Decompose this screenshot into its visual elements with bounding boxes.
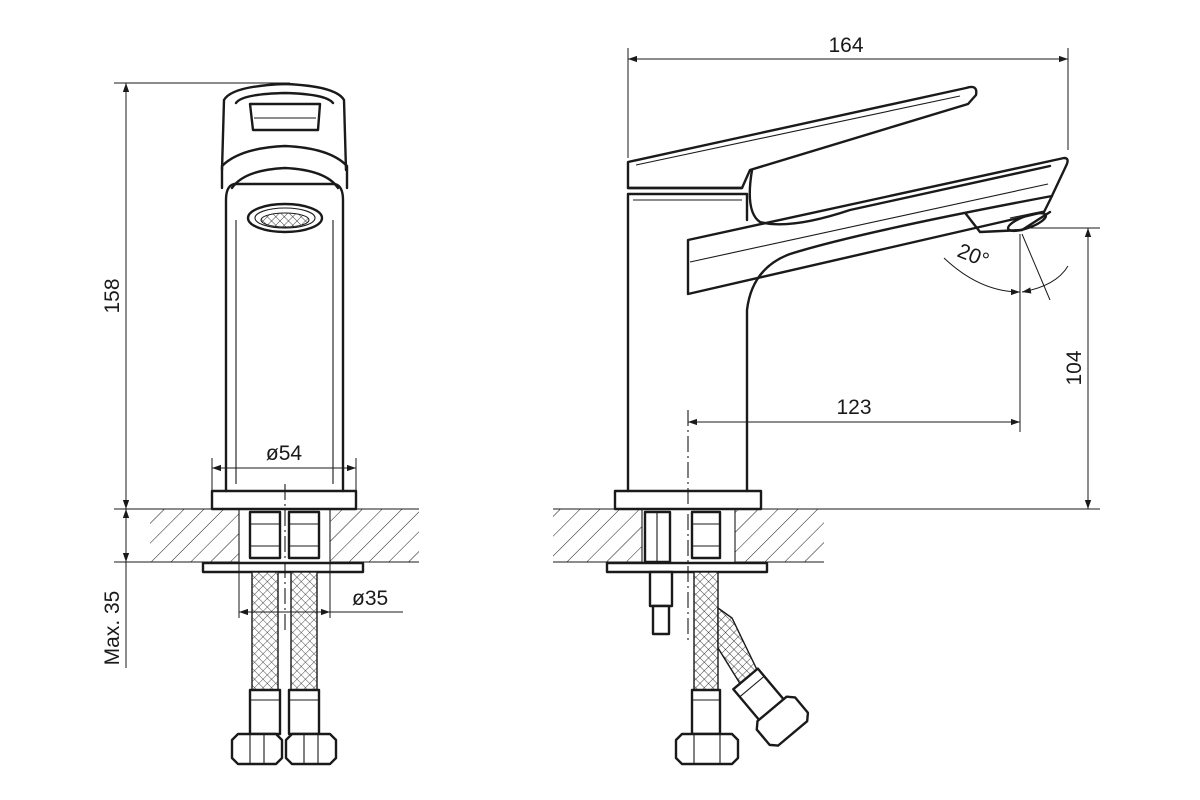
side-mounting-plate	[605, 561, 769, 574]
side-view: 164 104 123 20°	[553, 34, 1100, 766]
overall-height-label: 158	[101, 278, 124, 313]
dimension-hole-diameter: ø35	[238, 562, 403, 618]
overall-width-label: 164	[828, 34, 863, 57]
side-connectors	[643, 510, 722, 636]
front-body	[220, 144, 349, 493]
hole-diameter-label: ø35	[352, 587, 388, 610]
spout-reach-label: 123	[836, 396, 871, 419]
side-body	[626, 192, 1054, 493]
dimension-max-thickness: Max. 35	[101, 509, 150, 668]
dimension-overall-width: 164	[627, 34, 1069, 158]
front-handle	[220, 82, 348, 172]
side-hoses	[674, 571, 810, 766]
base-diameter-label: ø54	[266, 442, 303, 465]
dimension-spout-height: 104	[1024, 227, 1100, 509]
front-aerator	[246, 202, 324, 234]
spout-height-label: 104	[1063, 350, 1086, 385]
dimension-spout-angle: 20°	[943, 233, 1069, 301]
dimension-spout-reach: 123	[688, 234, 1021, 432]
dimension-overall-height: 158	[101, 82, 290, 510]
side-handle	[626, 85, 978, 190]
front-view: 158 Max. 35 ø54 ø35	[101, 82, 419, 766]
front-mounting-plate	[201, 561, 365, 574]
spout-angle-label: 20°	[954, 239, 992, 272]
max-thickness-label: Max. 35	[101, 591, 124, 666]
front-connectors	[248, 510, 321, 560]
front-base-ring	[210, 489, 358, 511]
side-countertop	[553, 508, 1100, 563]
side-spout	[686, 156, 1069, 296]
front-countertop	[150, 508, 419, 563]
dimension-base-diameter: ø54	[211, 442, 357, 491]
front-hoses	[230, 571, 338, 766]
